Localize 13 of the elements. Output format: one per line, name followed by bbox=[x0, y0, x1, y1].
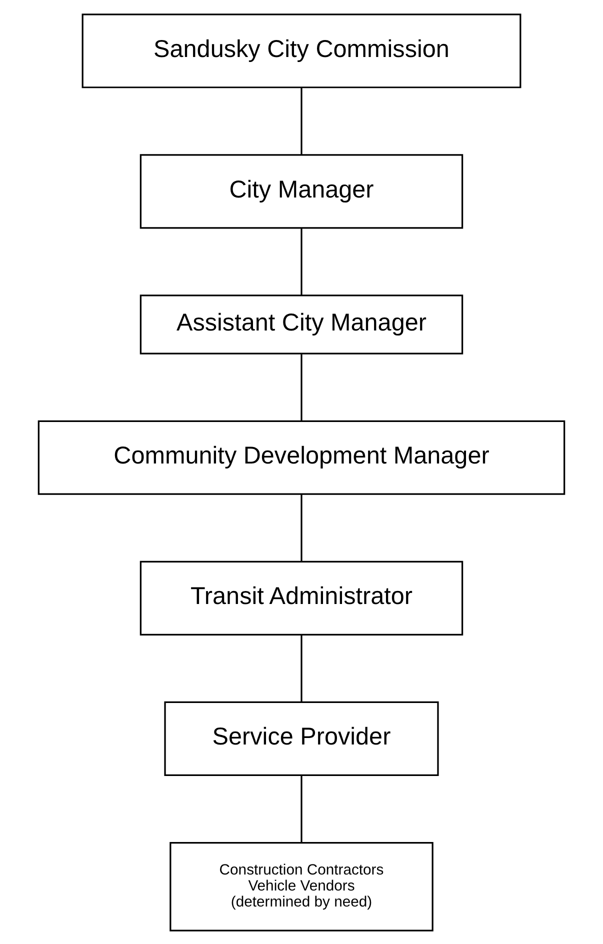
node-box: Construction Contractors Vehicle Vendors (determined by need) bbox=[170, 841, 434, 931]
node-box: Assistant City Manager bbox=[140, 294, 464, 354]
node-box: Service Provider bbox=[164, 700, 439, 776]
connector bbox=[300, 634, 302, 702]
connector bbox=[300, 354, 302, 421]
connector bbox=[300, 86, 302, 154]
connector bbox=[300, 494, 302, 561]
connector bbox=[300, 774, 302, 842]
connector bbox=[300, 228, 302, 295]
node-box: City Manager bbox=[140, 154, 464, 228]
node-box: Transit Administrator bbox=[140, 560, 464, 635]
node-box: Sandusky City Commission bbox=[82, 13, 522, 88]
node-box: Community Development Manager bbox=[38, 420, 566, 494]
